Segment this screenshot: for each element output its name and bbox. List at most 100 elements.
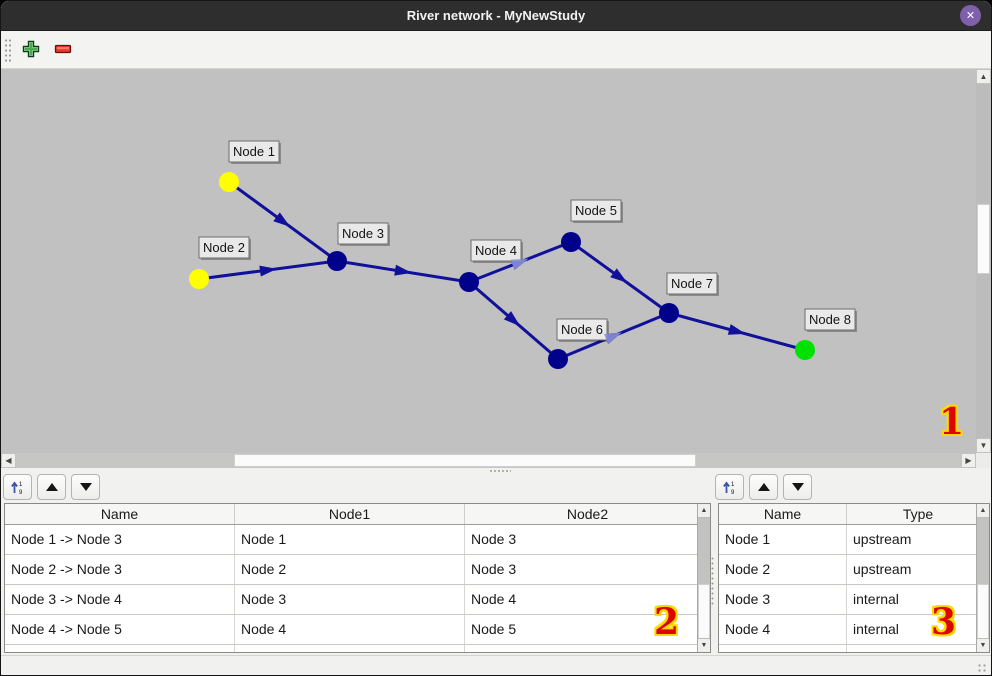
edges-sort-button[interactable]: 1 9 — [3, 474, 32, 500]
nodes-table-scrollbar[interactable]: ▲ ▼ — [976, 504, 989, 652]
flow-direction-arrow-icon — [394, 264, 412, 276]
annotation-2: 2 — [654, 601, 680, 643]
flow-direction-arrow-icon — [727, 324, 746, 335]
table-cell[interactable]: Node 3 -> Node 4 — [5, 585, 235, 614]
river-node[interactable] — [219, 172, 239, 192]
close-button[interactable]: ✕ — [960, 5, 981, 26]
remove-node-button[interactable] — [51, 37, 75, 61]
table-cell[interactable]: Node 2 — [235, 555, 465, 584]
table-cell[interactable]: Node 1 — [235, 525, 465, 554]
node-label-text: Node 1 — [233, 144, 275, 159]
table-cell[interactable]: Node 3 — [471, 561, 517, 577]
canvas-vertical-scrollbar[interactable]: ▲ ▼ — [976, 69, 991, 453]
column-header[interactable]: Name — [719, 504, 847, 524]
flow-direction-arrow-icon — [510, 258, 529, 271]
table-cell[interactable]: Node 2 -> Node 3 — [5, 555, 235, 584]
column-header[interactable]: Name — [5, 504, 235, 524]
river-node[interactable] — [327, 251, 347, 271]
vertical-splitter[interactable] — [711, 556, 714, 606]
title-bar[interactable]: River network - MyNewStudy ✕ — [1, 1, 991, 31]
table-cell[interactable]: Node 5 — [471, 621, 517, 637]
resize-grip-icon[interactable] — [977, 663, 987, 673]
splitter-grip-icon — [489, 470, 511, 472]
table-cell[interactable]: upstream — [853, 531, 912, 547]
column-header[interactable]: Node2 — [566, 506, 609, 522]
table-cell[interactable]: Node 3 — [719, 585, 847, 614]
scroll-down-icon[interactable]: ▼ — [977, 638, 989, 652]
river-node[interactable] — [561, 232, 581, 252]
scroll-down-icon[interactable]: ▼ — [976, 438, 991, 453]
flow-direction-arrow-icon — [604, 332, 622, 345]
scroll-up-icon[interactable]: ▲ — [977, 504, 989, 518]
river-node[interactable] — [795, 340, 815, 360]
nodes-sort-button[interactable]: 1 9 — [715, 474, 744, 500]
node-label[interactable]: Node 6 — [556, 318, 609, 342]
arrow-down-icon — [79, 483, 92, 491]
table-cell[interactable]: Node 4 -> Node 5 — [5, 615, 235, 644]
table-cell[interactable]: upstream — [853, 561, 912, 577]
column-header[interactable]: Node1 — [235, 504, 465, 524]
scroll-right-icon[interactable]: ▶ — [961, 453, 976, 468]
node-label-text: Node 7 — [671, 276, 713, 291]
add-node-button[interactable] — [19, 37, 43, 61]
table-cell[interactable]: Node 4 — [719, 615, 847, 644]
nodes-move-up-button[interactable] — [749, 474, 778, 500]
river-network-canvas[interactable]: Node 1 Node 2 Node 3 Node 4 Node 5 Node 6 Node… — [1, 69, 976, 453]
node-label[interactable]: Node 1 — [228, 140, 281, 164]
table-row[interactable]: Node 2 upstream — [719, 555, 976, 585]
node-label-text: Node 6 — [561, 322, 603, 337]
table-cell[interactable]: internal — [853, 621, 899, 637]
table-cell[interactable]: Node 4 — [235, 615, 465, 644]
column-header[interactable]: Type — [902, 506, 934, 522]
nodes-move-down-button[interactable] — [783, 474, 812, 500]
table-cell[interactable]: Node 1 -> Node 3 — [5, 525, 235, 554]
node-label[interactable]: Node 8 — [804, 308, 857, 332]
table-cell[interactable]: internal — [853, 591, 899, 607]
edges-move-up-button[interactable] — [37, 474, 66, 500]
status-bar — [1, 655, 991, 675]
river-node[interactable] — [659, 303, 679, 323]
table-row[interactable]: Node 1 upstream — [719, 525, 976, 555]
svg-text:9: 9 — [19, 490, 23, 495]
annotation-1: 1 — [939, 401, 965, 443]
river-node[interactable] — [548, 349, 568, 369]
scroll-up-icon[interactable]: ▲ — [698, 504, 710, 518]
toolbar-grip-handle[interactable] — [4, 38, 12, 62]
flow-direction-arrow-icon — [259, 265, 277, 277]
river-node[interactable] — [459, 272, 479, 292]
table-cell[interactable]: Node 4 — [471, 591, 517, 607]
node-label[interactable]: Node 3 — [337, 222, 390, 246]
scroll-down-icon[interactable]: ▼ — [698, 638, 710, 652]
add-plus-icon — [22, 40, 40, 58]
svg-text:1: 1 — [731, 482, 735, 488]
scroll-left-icon[interactable]: ◀ — [1, 453, 16, 468]
table-row[interactable]: Node 4 internal — [719, 615, 976, 645]
table-cell[interactable]: Node 2 — [719, 555, 847, 584]
edges-table-scrollbar[interactable]: ▲ ▼ — [697, 504, 710, 652]
vertical-scroll-thumb[interactable] — [977, 204, 990, 274]
scroll-up-icon[interactable]: ▲ — [976, 69, 991, 84]
horizontal-splitter[interactable] — [1, 468, 991, 473]
table-row[interactable]: Node 3 internal — [719, 585, 976, 615]
node-label[interactable]: Node 7 — [666, 272, 719, 296]
edges-move-down-button[interactable] — [71, 474, 100, 500]
table-cell[interactable]: Node 3 — [235, 585, 465, 614]
node-label[interactable]: Node 4 — [470, 239, 523, 263]
node-label[interactable]: Node 5 — [570, 199, 623, 223]
scroll-thumb[interactable] — [698, 584, 710, 639]
node-label[interactable]: Node 2 — [198, 236, 251, 260]
scroll-thumb[interactable] — [977, 584, 989, 639]
canvas-horizontal-scrollbar[interactable]: ◀ ▶ — [1, 453, 976, 468]
river-node[interactable] — [189, 269, 209, 289]
table-cell[interactable]: Node 1 — [719, 525, 847, 554]
table-cell[interactable]: Node 3 — [471, 531, 517, 547]
horizontal-scroll-thumb[interactable] — [234, 454, 696, 467]
